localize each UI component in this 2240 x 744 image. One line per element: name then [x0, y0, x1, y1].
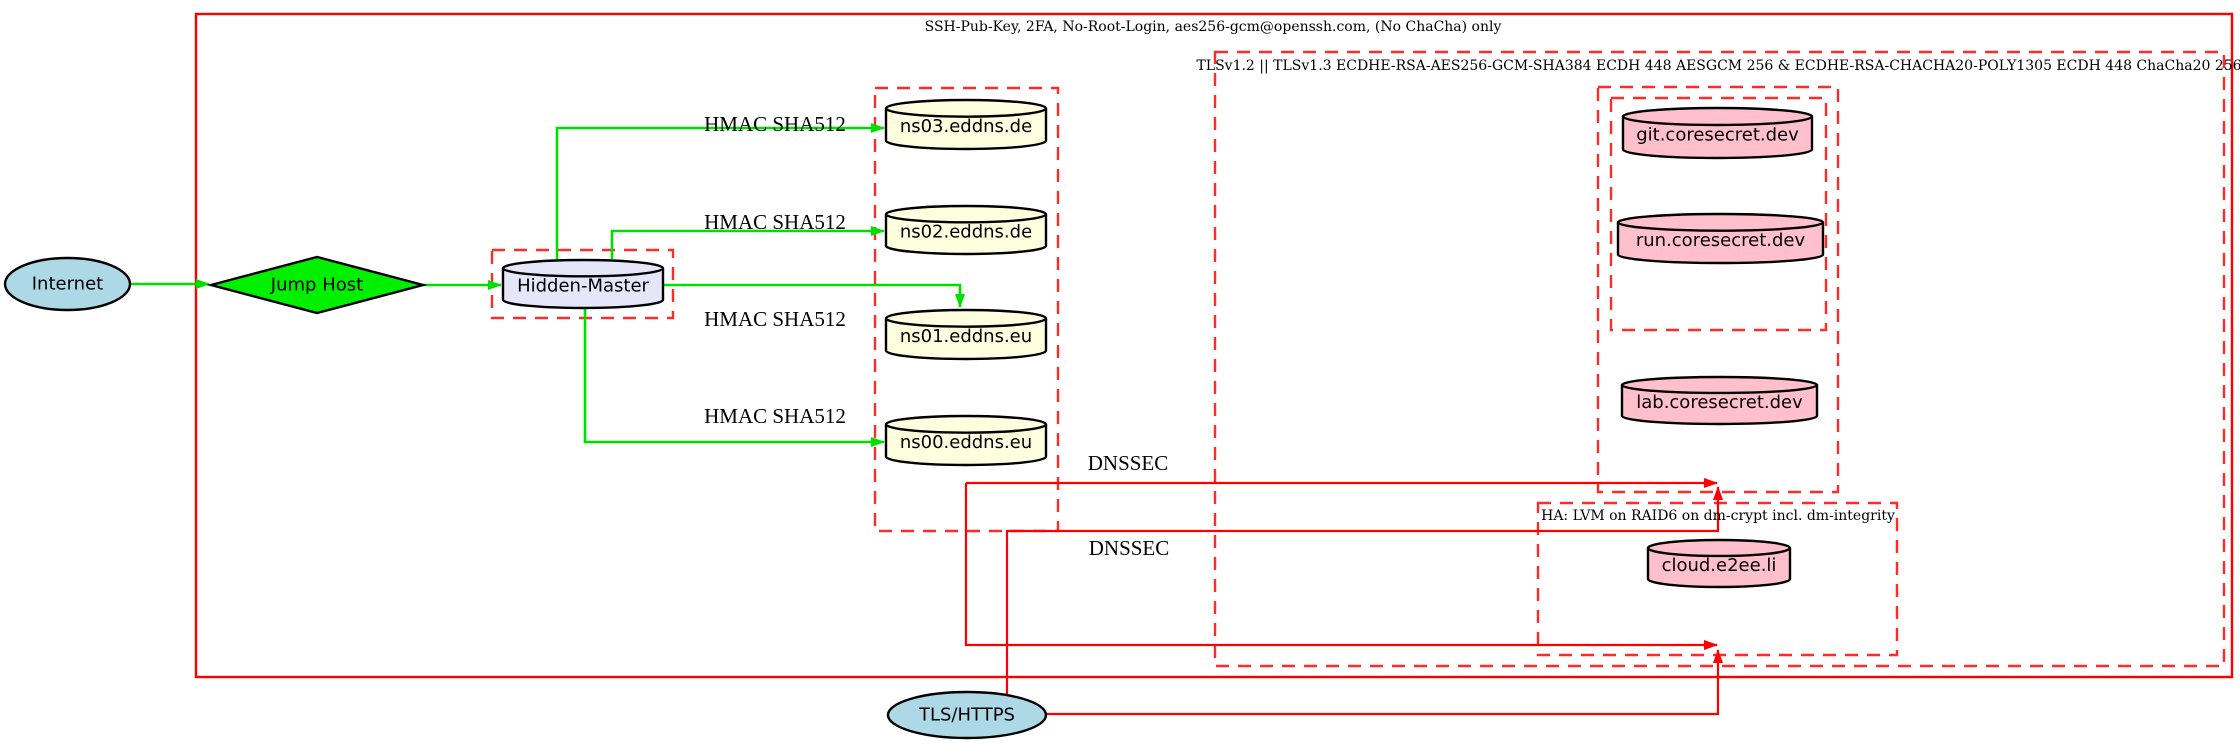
edge-label-hiddenmaster-to-ns03: HMAC SHA512	[704, 112, 846, 136]
cluster-label-ha-cluster: HA: LVM on RAID6 on dm-crypt incl. dm-in…	[1541, 508, 1895, 524]
node-git: git.coresecret.dev	[1621, 106, 1814, 160]
cluster-label-ssh-zone: SSH-Pub-Key, 2FA, No-Root-Login, aes256-…	[925, 19, 1502, 35]
edge-label-hiddenmaster-to-ns01: HMAC SHA512	[704, 307, 846, 331]
node-hidden-master: Hidden-Master	[501, 258, 665, 310]
edge-hiddenmaster-to-ns01	[663, 283, 965, 308]
node-internet: Internet	[3, 256, 132, 312]
node-label-cloud: cloud.e2ee.li	[1662, 555, 1777, 576]
node-label-jump-host: Jump Host	[270, 275, 363, 296]
cluster-box-tls-zone	[1213, 50, 2226, 668]
node-lab: lab.coresecret.dev	[1620, 375, 1819, 426]
cluster-label-tls-zone: TLSv1.2 || TLSv1.3 ECDHE-RSA-AES256-GCM-…	[1196, 58, 2240, 74]
node-label-hidden-master: Hidden-Master	[517, 276, 649, 297]
node-ns01: ns01.eddns.eu	[884, 308, 1048, 361]
node-tls-https: TLS/HTTPS	[886, 690, 1048, 740]
node-ns03: ns03.eddns.de	[884, 98, 1048, 151]
node-ns02: ns02.eddns.de	[884, 204, 1048, 256]
edge-label-tlshttps-to-coresecret: DNSSEC	[1089, 536, 1170, 560]
edge-tlshttps-to-ha	[1044, 649, 1723, 716]
node-run: run.coresecret.dev	[1616, 212, 1825, 265]
edge-tlshttps-to-coresecret	[1005, 486, 1723, 694]
node-label-lab: lab.coresecret.dev	[1636, 392, 1803, 413]
node-jump-host: Jump Host	[206, 255, 428, 315]
edge-hiddenmaster-to-ns00	[583, 308, 885, 447]
node-label-tls-https: TLS/HTTPS	[918, 705, 1015, 726]
node-cloud: cloud.e2ee.li	[1646, 538, 1792, 589]
edge-label-hiddenmaster-to-ns02: HMAC SHA512	[704, 210, 846, 234]
edge-label-dnssec-to-coresecret: DNSSEC	[1088, 451, 1169, 475]
node-label-ns03: ns03.eddns.de	[900, 116, 1032, 137]
node-label-ns01: ns01.eddns.eu	[900, 326, 1032, 347]
node-label-git: git.coresecret.dev	[1636, 125, 1799, 146]
node-label-ns00: ns00.eddns.eu	[900, 432, 1032, 453]
labels-layer: SSH-Pub-Key, 2FA, No-Root-Login, aes256-…	[704, 19, 2240, 560]
edges-layer	[130, 123, 1723, 716]
node-label-internet: Internet	[32, 274, 103, 295]
cluster-box-eddns-cluster	[873, 86, 1060, 533]
edge-dnssec-to-ha	[964, 483, 1718, 650]
node-label-run: run.coresecret.dev	[1636, 230, 1806, 251]
node-ns00: ns00.eddns.eu	[884, 414, 1048, 467]
edge-label-hiddenmaster-to-ns00: HMAC SHA512	[704, 404, 846, 428]
cluster-box-coresecret-cluster	[1596, 85, 1840, 494]
cluster-box-ssh-zone	[194, 12, 2234, 679]
edge-hiddenmaster-to-ns02	[610, 226, 885, 259]
edge-hiddenmaster-to-ns03	[555, 123, 885, 259]
node-label-ns02: ns02.eddns.de	[900, 222, 1032, 243]
cluster-boxes-layer	[194, 12, 2234, 679]
cluster-box-gitrun-cluster	[1609, 96, 1828, 332]
nodes-layer: Internet Jump Host Hidden-Master ns03.eddns…	[3, 98, 1825, 740]
